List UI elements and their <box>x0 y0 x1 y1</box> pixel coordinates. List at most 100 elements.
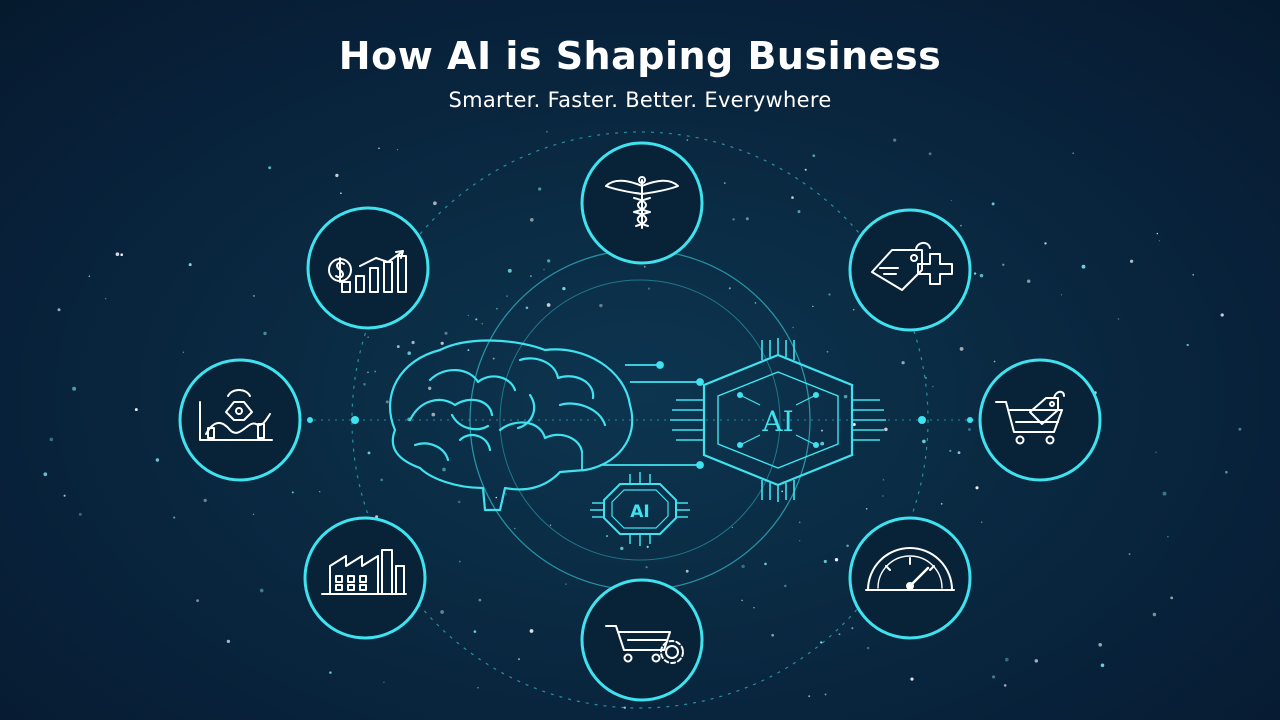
star-dot <box>396 148 399 151</box>
star-dot <box>901 361 905 365</box>
star-dot <box>529 629 534 633</box>
star-dot <box>492 357 495 360</box>
star-dot <box>155 458 160 462</box>
star-dot <box>196 599 199 602</box>
star-dot <box>799 540 801 542</box>
star-dot <box>374 370 377 373</box>
star-dot <box>1003 684 1007 687</box>
star-dot <box>731 526 734 529</box>
star-dot <box>1002 263 1005 266</box>
star-dot <box>979 273 984 278</box>
star-dot <box>1004 657 1009 662</box>
star-dot <box>851 627 854 630</box>
star-dot <box>543 268 545 271</box>
star-dot <box>884 427 888 432</box>
star-dot <box>477 687 479 689</box>
star-dot <box>828 293 831 296</box>
star-dot <box>467 349 470 352</box>
star-dot <box>992 675 996 679</box>
star-dot <box>784 584 787 588</box>
page-title: How AI is Shaping Business <box>338 34 942 78</box>
star-dot <box>791 196 794 199</box>
star-dot <box>843 394 848 399</box>
star-dot <box>475 318 478 321</box>
star-dot <box>318 490 321 493</box>
star-dot <box>812 305 814 307</box>
node-circle-finance-dollar-growth <box>306 206 430 330</box>
star-dot <box>975 486 979 490</box>
star-dot <box>517 658 521 661</box>
star-dot <box>378 147 380 149</box>
star-dot <box>72 386 77 391</box>
ring-dot-right-outer <box>967 417 973 423</box>
star-dot <box>495 496 498 499</box>
star-dot <box>1225 470 1228 474</box>
star-dot <box>203 498 207 503</box>
star-dot <box>63 494 66 497</box>
star-dot <box>188 263 192 267</box>
star-dot <box>852 423 856 426</box>
star-dot <box>385 400 389 404</box>
star-dot <box>530 275 532 277</box>
star-dot <box>173 516 176 519</box>
star-dot <box>882 478 885 481</box>
star-dot <box>1098 642 1103 647</box>
star-dot <box>980 521 983 524</box>
price-tag-plus-icon <box>871 242 953 291</box>
star-dot <box>1220 313 1224 317</box>
star-dot <box>546 303 551 307</box>
star-dot <box>973 272 977 275</box>
star-dot <box>440 341 444 345</box>
trace-node-3 <box>696 461 704 469</box>
healthcare-caduceus-icon <box>605 176 679 229</box>
star-dot <box>57 308 61 312</box>
star-dot <box>866 646 870 650</box>
star-dot <box>797 210 801 214</box>
star-dot <box>525 306 529 310</box>
finance-dollar-growth-icon <box>328 250 407 293</box>
star-dot <box>433 201 437 206</box>
star-particles <box>43 130 1242 709</box>
star-dot <box>565 583 567 585</box>
star-dot <box>367 451 371 455</box>
star-dot <box>620 546 624 551</box>
star-dot <box>647 287 651 290</box>
star-dot <box>643 265 646 268</box>
star-dot <box>882 495 884 497</box>
star-dot <box>753 607 755 609</box>
star-dot <box>723 182 726 185</box>
star-dot <box>824 693 827 696</box>
star-dot <box>745 217 749 221</box>
star-dot <box>959 346 964 351</box>
star-dot <box>1162 491 1167 496</box>
star-dot <box>821 429 823 432</box>
star-dot <box>846 544 849 547</box>
ai-chip-large <box>670 338 886 502</box>
star-dot <box>549 524 552 526</box>
star-dot <box>741 599 743 602</box>
star-dot <box>838 633 841 636</box>
star-dot <box>820 441 825 446</box>
node-circle-speedometer-gauge <box>848 516 972 640</box>
star-dot <box>1170 596 1174 600</box>
star-dot <box>340 192 342 195</box>
star-dot <box>363 383 366 386</box>
ring-dot-right <box>918 416 926 424</box>
star-dot <box>1152 612 1157 617</box>
star-dot <box>562 286 566 291</box>
ai-chip-small <box>590 472 690 546</box>
star-dot <box>1026 279 1031 283</box>
star-dot <box>924 376 928 380</box>
star-dot <box>440 610 444 614</box>
star-dot <box>367 371 369 374</box>
star-dot <box>865 508 868 510</box>
star-dot <box>922 439 926 444</box>
page-subtitle: Smarter. Faster. Better. Everywhere <box>448 88 832 112</box>
star-dot <box>538 187 542 191</box>
star-dot <box>134 408 138 412</box>
star-dot <box>1128 553 1131 556</box>
star-dot <box>820 641 823 644</box>
node-circle-price-tag-plus <box>848 208 972 332</box>
star-dot <box>967 428 971 431</box>
